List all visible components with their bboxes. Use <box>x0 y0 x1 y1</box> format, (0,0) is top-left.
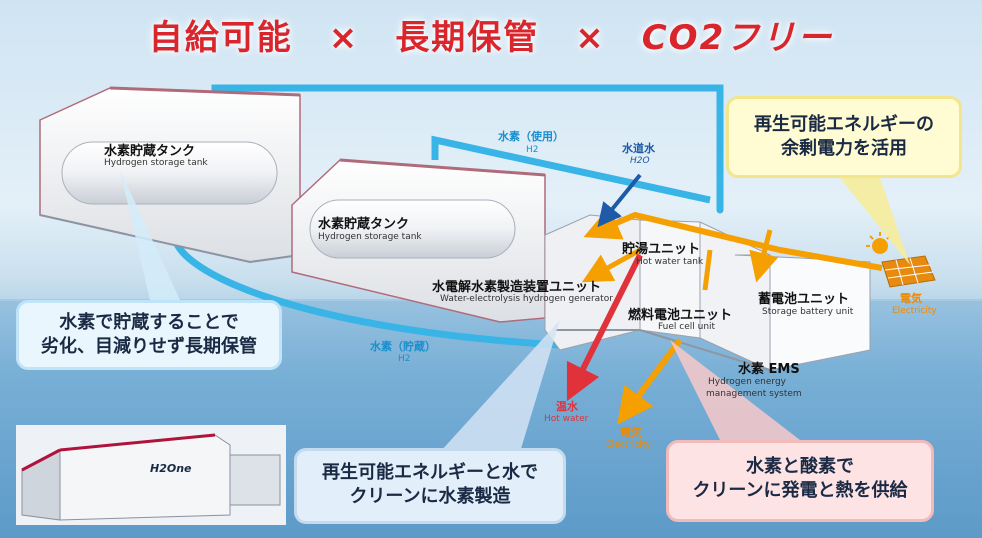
h2-storage-pipe <box>171 229 561 349</box>
tap-water-sub: H2O <box>630 156 650 166</box>
headline: 自給可能 × 長期保管 × CO2フリー <box>0 10 982 59</box>
h2-storage-label: 水素（貯蔵） <box>370 340 436 353</box>
ems-label-en-2: management system <box>706 389 802 399</box>
headline-sep-1: × <box>328 18 360 58</box>
callout-storage-line-1: 水素で貯蔵することで <box>59 312 239 333</box>
callout-hydrogen-production: 再生可能エネルギーと水で クリーンに水素製造 <box>294 448 566 524</box>
headline-co2-free: CO2フリー <box>641 18 834 58</box>
fuel-cell-label-en: Fuel cell unit <box>658 322 716 332</box>
fuel-cell-label: 燃料電池ユニット <box>628 308 733 323</box>
tap-water-label: 水道水 <box>622 142 655 155</box>
callout-hydrogen-line-2: クリーンに水素製造 <box>349 486 511 508</box>
callout-power-line-2: クリーンに発電と熱を供給 <box>692 480 908 502</box>
battery-label: 蓄電池ユニット <box>758 292 850 307</box>
headline-self-sufficient: 自給可能 <box>148 18 293 58</box>
product-logo: H2One <box>150 462 192 475</box>
callout-power-and-heat: 水素と酸素で クリーンに発電と熱を供給 <box>666 440 934 522</box>
electricity-out-label: 電気 <box>620 426 642 439</box>
callout-power-line-1: 水素と酸素で <box>746 456 854 477</box>
h2-use-sub: H2 <box>526 145 539 155</box>
callout-surplus-line-1: 再生可能エネルギーの <box>754 114 934 135</box>
callout-storage-line-2: 劣化、目減りせず長期保管 <box>41 336 257 358</box>
callout-surplus-line-2: 余剰電力を活用 <box>781 138 907 160</box>
hot-water-unit-label: 貯湯ユニット <box>622 242 701 257</box>
tank-2-label: 水素貯蔵タンク <box>318 217 410 232</box>
electricity-in-label: 電気 <box>900 292 922 305</box>
electricity-out-line <box>617 338 683 425</box>
tank-1-label-en: Hydrogen storage tank <box>104 158 208 168</box>
solar-panel-icon <box>866 232 936 288</box>
battery-label-en: Storage battery unit <box>762 307 854 317</box>
electricity-in-label-en: Electricity <box>892 306 937 316</box>
h2-storage-sub: H2 <box>398 354 411 364</box>
callout-surplus-power: 再生可能エネルギーの 余剰電力を活用 <box>726 96 962 178</box>
ems-label: 水素 EMS <box>738 362 800 377</box>
product-photo <box>16 425 286 525</box>
hot-water-label-en: Hot water <box>544 414 589 424</box>
tap-water-line <box>597 173 642 228</box>
headline-long-term-storage: 長期保管 <box>395 18 540 58</box>
h2-use-label: 水素（使用） <box>498 130 564 143</box>
hot-water-label: 温水 <box>556 400 578 413</box>
tank-2-label-en: Hydrogen storage tank <box>318 232 422 242</box>
ems-label-en-1: Hydrogen energy <box>708 377 786 387</box>
callout-long-term-storage: 水素で貯蔵することで 劣化、目減りせず長期保管 <box>16 300 282 370</box>
electrolysis-label-en: Water-electrolysis hydrogen generator <box>440 294 613 304</box>
electricity-out-label-en: Electricity <box>606 440 651 450</box>
headline-sep-2: × <box>575 18 606 58</box>
tank-1-label: 水素貯蔵タンク <box>104 144 196 159</box>
callout-hydrogen-line-1: 再生可能エネルギーと水で <box>322 462 538 483</box>
electrolysis-label: 水電解水素製造装置ユニット <box>432 280 602 295</box>
hot-water-unit-label-en: Hot water tank <box>636 257 704 267</box>
hot-water-line <box>566 253 643 402</box>
